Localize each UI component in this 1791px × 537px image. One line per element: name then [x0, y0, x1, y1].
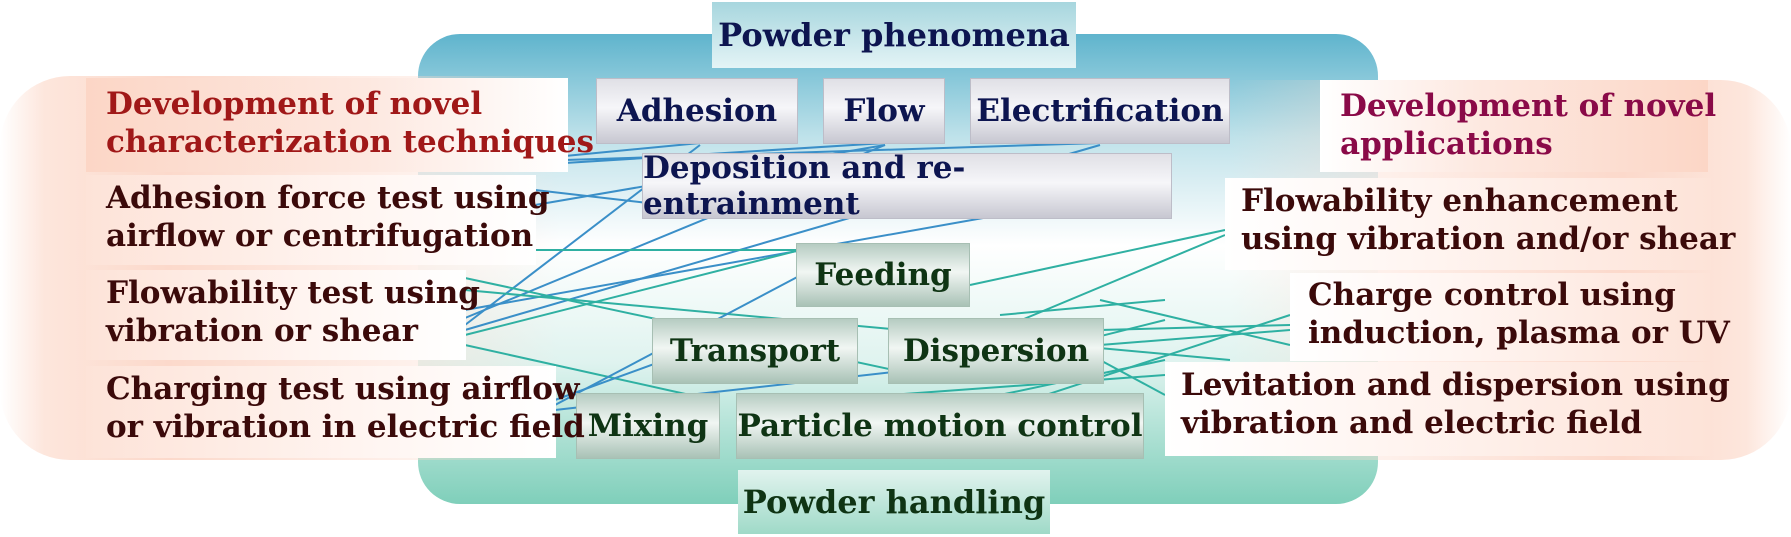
transport-box: Transport — [652, 318, 858, 384]
right-item-line: Flowability enhancement — [1241, 183, 1678, 219]
right-item-line: Levitation and dispersion using — [1181, 367, 1730, 403]
link-line — [564, 142, 701, 157]
right-item-levitation: Levitation and dispersion using vibratio… — [1165, 362, 1730, 456]
left-item-line: Flowability test using — [106, 275, 480, 311]
right-header-line-1: Development of novel — [1340, 88, 1717, 124]
left-header-line-2: characterization techniques — [106, 123, 594, 160]
right-header-line-2: applications — [1340, 125, 1553, 162]
link-line — [1099, 299, 1291, 346]
left-item-line: vibration or shear — [106, 312, 418, 349]
right-item-line: Charge control using — [1308, 277, 1676, 313]
link-line — [889, 374, 1166, 396]
left-item-line: Adhesion force test using — [106, 180, 550, 216]
link-line — [464, 214, 1001, 311]
left-item-charging-test: Charging test using airflow or vibration… — [86, 366, 585, 458]
right-item-charge-control: Charge control using induction, plasma o… — [1290, 273, 1730, 361]
powder-phenomena-title: Powder phenomena — [712, 2, 1076, 68]
left-header-box: Development of novel characterization te… — [86, 78, 594, 172]
left-item-line: airflow or centrifugation — [106, 217, 534, 254]
link-line — [464, 344, 691, 396]
feeding-box: Feeding — [796, 243, 970, 307]
link-line — [464, 244, 821, 336]
adhesion-box: Adhesion — [596, 78, 798, 144]
left-item-adhesion-test: Adhesion force test using airflow or cen… — [86, 175, 550, 265]
left-item-line: or vibration in electric field — [106, 408, 585, 445]
left-header-line-1: Development of novel — [106, 86, 483, 122]
link-line — [1099, 329, 1291, 346]
left-item-line: Charging test using airflow — [106, 371, 580, 407]
right-item-line: vibration and electric field — [1181, 404, 1642, 441]
link-line — [999, 299, 1166, 316]
left-item-flowability-test: Flowability test using vibration or shea… — [86, 270, 480, 360]
right-item-line: using vibration and/or shear — [1241, 220, 1736, 257]
right-item-flowability-enhancement: Flowability enhancement using vibration … — [1225, 178, 1736, 270]
electrification-box: Electrification — [970, 78, 1230, 144]
deposition-box: Deposition and re-entrainment — [642, 150, 1172, 222]
right-item-line: induction, plasma or UV — [1308, 314, 1730, 351]
flow-box: Flow — [823, 78, 945, 144]
powder-handling-title: Powder handling — [738, 470, 1050, 534]
link-line — [969, 229, 1226, 286]
mixing-box: Mixing — [576, 393, 720, 459]
particle-motion-control-box: Particle motion control — [736, 393, 1144, 459]
right-header-box: Development of novel applications — [1320, 80, 1717, 172]
dispersion-box: Dispersion — [888, 318, 1104, 384]
